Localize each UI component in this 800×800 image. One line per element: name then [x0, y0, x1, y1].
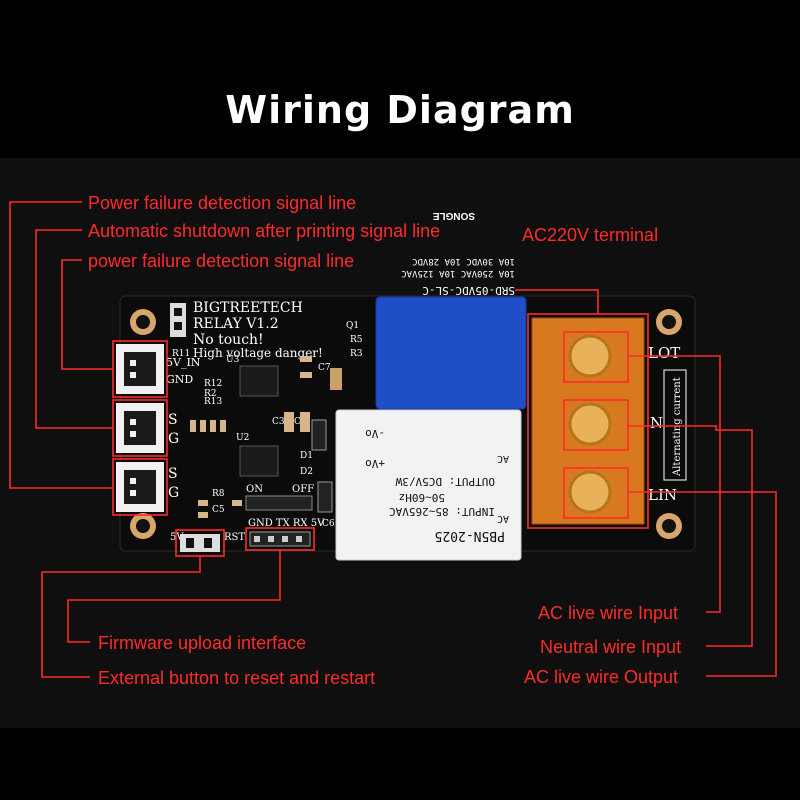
svg-text:C7: C7: [318, 363, 331, 373]
psu-freq: 50~60Hz: [399, 491, 445, 504]
relay-brand: SONGLE: [432, 210, 475, 221]
connector-signal-2: [116, 462, 164, 512]
board-brand: BIGTREETECH: [193, 300, 303, 316]
pin-s-2: S: [168, 466, 178, 482]
svg-text:R8: R8: [212, 489, 225, 499]
switch-on-label: ON: [246, 484, 263, 495]
psu-model: PB5N-2025: [435, 528, 505, 543]
board-model: RELAY V1.2: [193, 316, 279, 332]
svg-text:R12: R12: [204, 379, 222, 389]
bottom-band: [0, 728, 800, 800]
ic-u3: [239, 365, 279, 397]
header-pin-labels: GND TX RX 5V: [248, 518, 325, 529]
psu-minus-vo: -Vo: [365, 427, 385, 440]
pin-5v-reset: 5V: [170, 532, 184, 543]
alt-current-label: Alternating current: [672, 377, 683, 477]
label-power-failure-2: power failure detection signal line: [88, 251, 355, 271]
relay: [375, 296, 527, 410]
reference-designators: R11 U3 R12 R2 R13 U2 Q1 R5 R3 C7 C3 C4 D…: [172, 321, 363, 529]
smd-components: [190, 356, 342, 518]
terminal-screws: [568, 334, 612, 514]
svg-text:C5: C5: [212, 505, 225, 515]
relay-markings: SRD-05VDC-SL-C 10A 250VAC 10A 125VAC 10A…: [401, 210, 515, 297]
psu-output: OUTPUT: DC5V/3W: [395, 475, 495, 488]
svg-text:C6: C6: [322, 519, 335, 529]
psu-ac-1: AC: [497, 453, 509, 464]
pin-gnd: GND: [166, 373, 193, 386]
pin-g-2: G: [168, 485, 179, 501]
psu-input: INPUT: 85~265VAC: [389, 505, 495, 518]
psu-module: [335, 409, 522, 561]
label-ac220v-terminal: AC220V terminal: [522, 225, 659, 245]
label-power-failure-1: Power failure detection signal line: [88, 193, 357, 213]
terminal-n: N: [650, 414, 663, 432]
relay-part: SRD-05VDC-SL-C: [422, 284, 515, 297]
svg-text:R2: R2: [204, 389, 217, 399]
svg-text:U3: U3: [226, 355, 240, 365]
svg-text:C3: C3: [272, 417, 285, 427]
terminal-lot: LOT: [648, 344, 680, 362]
title-band: [0, 0, 800, 158]
svg-text:D2: D2: [300, 467, 313, 477]
label-reset-button: External button to reset and restart: [98, 668, 376, 688]
label-ac-live-input: AC live wire Input: [538, 603, 679, 623]
relay-rating-1: 10A 250VAC 10A 125VAC: [401, 268, 515, 278]
connector-signal-1: [116, 403, 164, 453]
label-firmware-upload: Firmware upload interface: [98, 633, 307, 653]
leader-lines: [9, 201, 777, 678]
pin-g-1: G: [168, 431, 179, 447]
svg-text:U2: U2: [236, 433, 249, 443]
jumper-header-top: [170, 303, 186, 337]
psu-markings: PB5N-2025 INPUT: 85~265VAC 50~60Hz OUTPU…: [365, 427, 509, 543]
relay-rating-2: 10A 30VDC 10A 28VDC: [412, 256, 515, 266]
mode-switch: [245, 495, 313, 511]
label-neutral-input: Neutral wire Input: [540, 637, 682, 657]
connector-5v-in: [116, 344, 164, 394]
switch-off-label: OFF: [292, 484, 314, 495]
terminal-lin: LIN: [648, 486, 677, 504]
page-title: Wiring Diagram: [225, 88, 575, 132]
svg-text:R11: R11: [172, 349, 190, 359]
board-warning-2: High voltage danger!: [193, 346, 323, 360]
psu-ac-2: AC: [497, 513, 509, 524]
alt-current-box: [663, 369, 687, 481]
svg-text:Q1: Q1: [346, 321, 359, 331]
label-ac-live-output: AC live wire Output: [524, 667, 679, 687]
board-warning-1: No touch!: [193, 332, 264, 348]
ic-u2: [239, 445, 279, 477]
svg-text:R5: R5: [350, 335, 363, 345]
rst-label: RST: [224, 532, 245, 543]
pin-5v-in: 5V_IN: [166, 356, 201, 369]
pin-s-1: S: [168, 412, 178, 428]
label-auto-shutdown: Automatic shutdown after printing signal…: [88, 221, 441, 241]
svg-text:D1: D1: [300, 451, 313, 461]
svg-text:R3: R3: [350, 349, 363, 359]
reset-header: [180, 534, 220, 552]
firmware-header: [249, 531, 311, 547]
svg-text:R13: R13: [204, 397, 223, 407]
psu-plus-vo: +Vo: [365, 457, 385, 470]
mounting-holes: [130, 309, 682, 539]
